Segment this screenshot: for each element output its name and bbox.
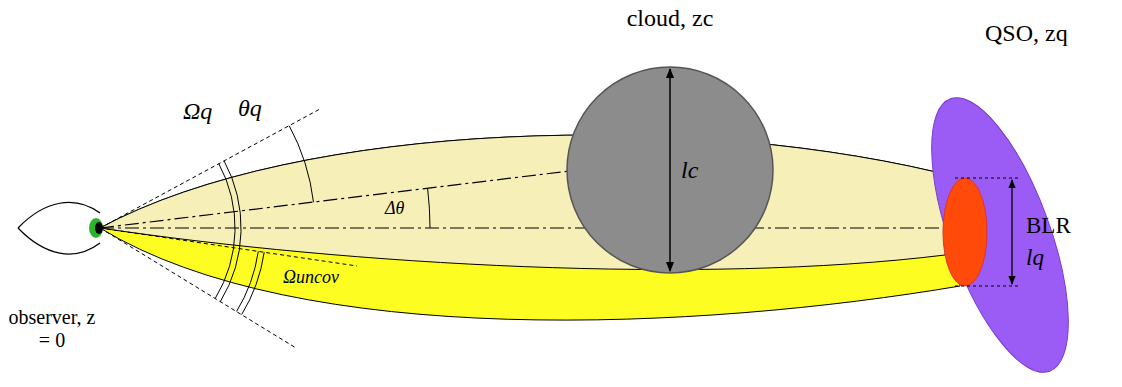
angle-label: Ωuncov (283, 267, 339, 288)
blr-heading: BLR (1026, 213, 1071, 239)
cloud-circle: cloud, zclc (565, 65, 775, 275)
cloud-circle-shape (565, 65, 775, 275)
solid-angle-arc (220, 161, 241, 302)
eye-pupil (95, 222, 103, 234)
theta-arc (289, 126, 313, 203)
qso-heading: QSO, zq (985, 20, 1068, 48)
dimension-label: lc (681, 157, 698, 185)
qso-ellipse: QSO, zqBLRlq (940, 78, 1110, 383)
uncovered-angle-arc (242, 252, 265, 314)
uncovered-angle-arc (237, 251, 259, 311)
tangent-line (100, 109, 320, 228)
tangent-line (100, 228, 357, 266)
blr-ellipse-shape (940, 175, 990, 290)
quasar-cone (100, 135, 960, 269)
delta-theta-arc (428, 188, 430, 228)
blr-ellipse: BLRlq (940, 175, 990, 290)
tangent-line (100, 228, 296, 348)
cloud-heading: cloud, zc (627, 5, 714, 33)
angle-label: Ωq (183, 98, 212, 126)
eye-lid (18, 202, 100, 228)
eye-iris (89, 218, 103, 238)
eye-lid (18, 228, 100, 254)
sight-axis (100, 227, 975, 228)
observer-label: observer, z = 0 (4, 306, 100, 352)
angle-label: Δθ (385, 198, 404, 219)
dimension-label: lq (1026, 245, 1044, 271)
angle-label: θq (238, 95, 262, 123)
